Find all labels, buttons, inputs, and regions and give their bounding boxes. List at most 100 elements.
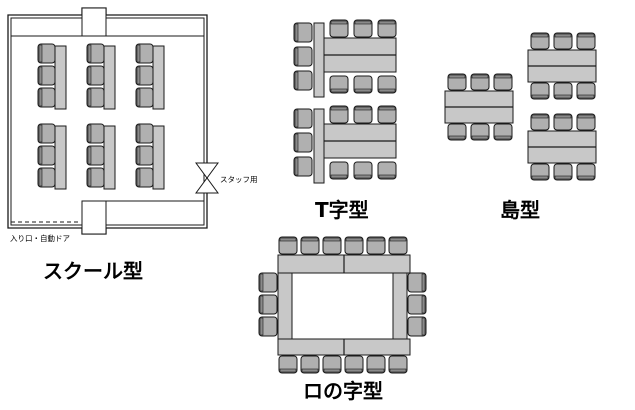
school-layout-title: スクール型 xyxy=(43,259,143,283)
island-seating xyxy=(444,32,597,181)
t-shape-seating xyxy=(293,19,397,184)
t-shape-layout: T字型 xyxy=(293,19,397,222)
chair-seat xyxy=(293,132,313,153)
chair-backrest xyxy=(531,33,549,38)
chair-backrest xyxy=(577,33,595,38)
chair xyxy=(470,73,490,91)
center-space xyxy=(291,272,394,340)
chair-backrest xyxy=(294,157,299,176)
chair xyxy=(447,73,467,91)
table xyxy=(152,45,165,110)
chair xyxy=(293,70,313,91)
chair-backrest xyxy=(554,33,572,38)
chair-backrest xyxy=(330,88,348,93)
table xyxy=(152,125,165,190)
front-stage xyxy=(10,17,205,37)
chair xyxy=(366,355,386,374)
chair-backrest xyxy=(378,20,396,25)
chair xyxy=(493,73,513,91)
chair-seat xyxy=(258,294,278,315)
chair-backrest xyxy=(330,174,348,179)
chair-backrest xyxy=(87,88,92,107)
chair xyxy=(576,163,596,181)
chair xyxy=(258,316,278,337)
chair xyxy=(493,123,513,141)
chair-backrest xyxy=(494,74,512,79)
chair-backrest xyxy=(259,273,264,292)
chair xyxy=(37,123,56,144)
chair-backrest xyxy=(554,114,572,119)
chair xyxy=(322,236,342,255)
chair-backrest xyxy=(38,88,43,107)
chair xyxy=(258,272,278,293)
chair xyxy=(353,75,373,94)
chair-backrest xyxy=(531,114,549,119)
island-layout-title: 島型 xyxy=(500,198,540,222)
back-counter xyxy=(105,200,205,226)
chair xyxy=(135,43,154,64)
chair xyxy=(135,167,154,188)
table xyxy=(103,125,116,190)
chair-backrest xyxy=(294,23,299,42)
chair xyxy=(377,19,397,38)
chair-backrest xyxy=(87,66,92,85)
chair-backrest xyxy=(345,368,363,373)
chair-backrest xyxy=(323,237,341,242)
table xyxy=(277,272,293,340)
room-outer-wall xyxy=(7,7,208,235)
u-shape-layout: ロの字型 xyxy=(258,236,427,403)
chair xyxy=(86,65,105,86)
chair-backrest xyxy=(421,295,426,314)
u-shape-layout-title: ロの字型 xyxy=(303,379,383,403)
chair-backrest xyxy=(323,368,341,373)
chair-backrest xyxy=(577,175,595,180)
chair-backrest xyxy=(259,317,264,336)
chair-backrest xyxy=(87,44,92,63)
chair-backrest xyxy=(136,124,141,143)
school-seating xyxy=(37,43,165,190)
chair-backrest xyxy=(136,66,141,85)
chair xyxy=(553,32,573,50)
chair-backrest xyxy=(279,368,297,373)
chair-seat xyxy=(293,156,313,177)
chair xyxy=(37,65,56,86)
chair xyxy=(447,123,467,141)
chair-backrest xyxy=(354,106,372,111)
entrance-label: 入り口・自動ドア xyxy=(10,233,70,243)
chair xyxy=(353,161,373,180)
chair-backrest xyxy=(378,174,396,179)
chair-seat xyxy=(293,108,313,129)
chair xyxy=(407,272,427,293)
chair xyxy=(86,43,105,64)
chair-backrest xyxy=(136,88,141,107)
chair-backrest xyxy=(554,175,572,180)
chair xyxy=(258,294,278,315)
chair xyxy=(135,87,154,108)
chair-backrest xyxy=(448,74,466,79)
chair xyxy=(278,236,298,255)
chair-backrest xyxy=(471,74,489,79)
chair xyxy=(135,123,154,144)
chair xyxy=(86,123,105,144)
chair xyxy=(530,82,550,100)
chair xyxy=(553,163,573,181)
chair xyxy=(293,46,313,67)
chair xyxy=(37,167,56,188)
chair xyxy=(344,355,364,374)
chair-backrest xyxy=(38,168,43,187)
chair-backrest xyxy=(279,237,297,242)
chair-backrest xyxy=(38,66,43,85)
chair xyxy=(344,236,364,255)
chair-backrest xyxy=(294,133,299,152)
chair-backrest xyxy=(354,88,372,93)
chair-backrest xyxy=(294,47,299,66)
chair xyxy=(353,105,373,124)
chair xyxy=(86,145,105,166)
back-pillar xyxy=(81,200,107,235)
chair xyxy=(37,87,56,108)
table xyxy=(54,125,67,190)
chair-backrest xyxy=(448,135,466,140)
chair-backrest xyxy=(136,146,141,165)
chair-backrest xyxy=(345,237,363,242)
chair xyxy=(530,32,550,50)
